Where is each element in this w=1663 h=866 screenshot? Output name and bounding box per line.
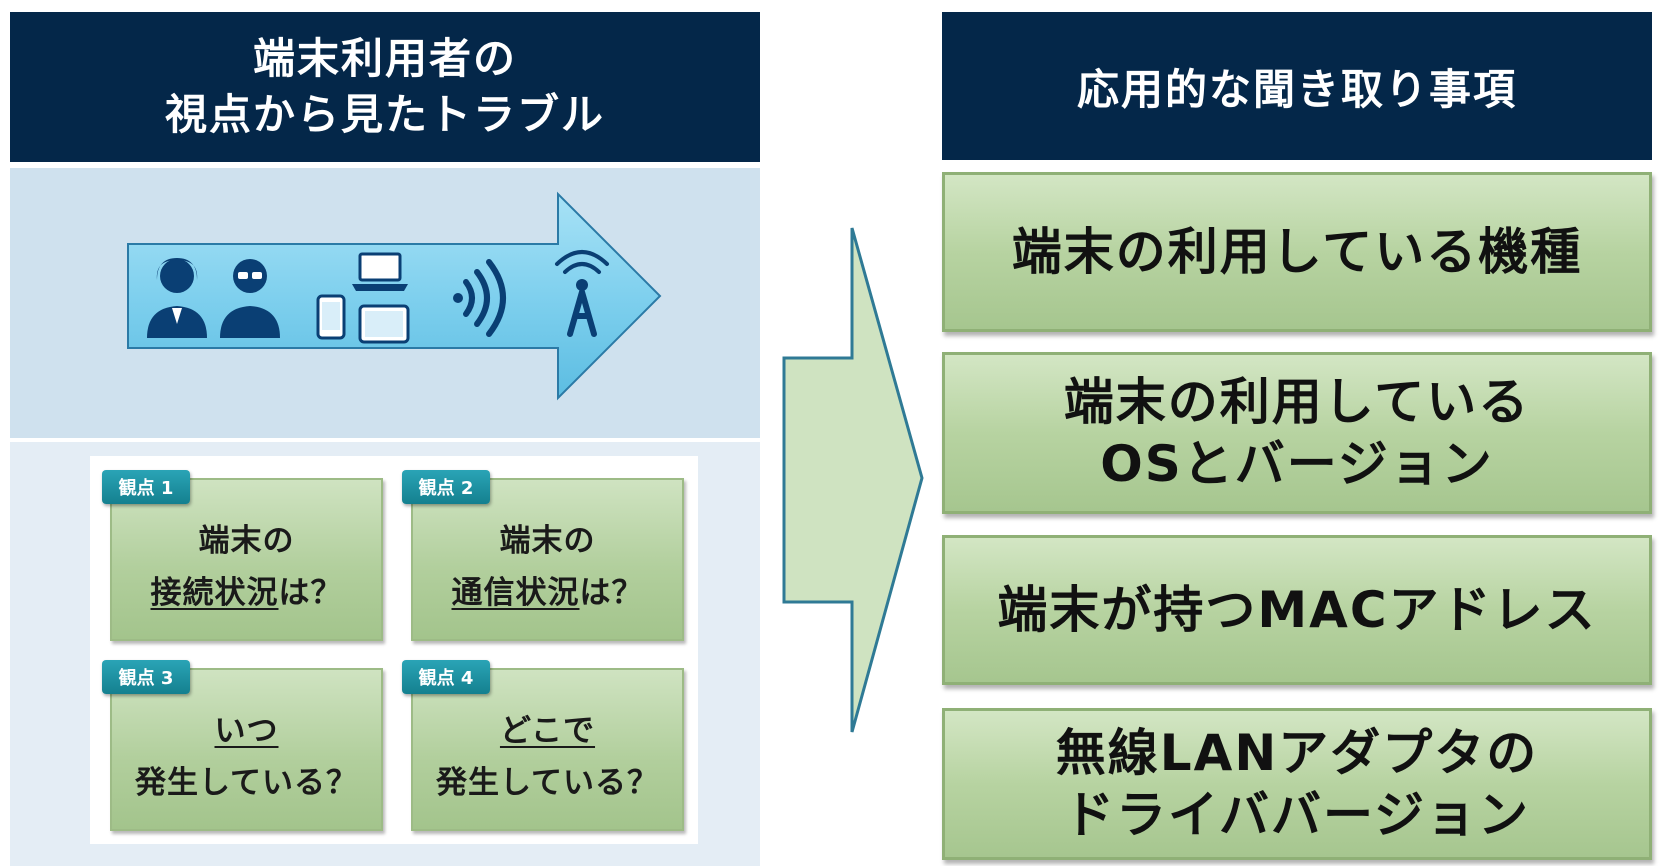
- perspective-3-line2: 発生している？: [134, 764, 359, 801]
- item-mac-address: 端末が持つMACアドレス: [942, 535, 1652, 685]
- perspective-badge-2: 観点 2: [402, 470, 490, 504]
- perspective-card-2: 端末の 通信状況は？: [411, 478, 684, 641]
- right-header: 応用的な聞き取り事項: [942, 12, 1652, 160]
- perspective-badge-1: 観点 1: [102, 470, 190, 504]
- perspective-card-1: 端末の 接続状況は？: [110, 478, 383, 641]
- item-3-line1: 端末が持つMACアドレス: [997, 581, 1597, 639]
- left-header: 端末利用者の 視点から見たトラブル: [10, 12, 760, 162]
- item-2-line1: 端末の利用している: [1063, 373, 1531, 431]
- perspective-badge-3: 観点 3: [102, 660, 190, 694]
- item-1-line1: 端末の利用している機種: [1011, 223, 1583, 281]
- perspective-1-line2: 接続状況は？: [150, 574, 343, 611]
- item-2-line2: OSとバージョン: [1100, 435, 1494, 493]
- big-right-arrow-shape: [782, 227, 924, 733]
- illustration-band: [10, 168, 760, 438]
- item-4-line2: ドライババージョン: [1064, 786, 1530, 844]
- item-device-model: 端末の利用している機種: [942, 172, 1652, 332]
- perspective-1-line1: 端末の: [198, 522, 295, 559]
- perspective-card-3: いつ 発生している？: [110, 668, 383, 831]
- perspective-2-line1: 端末の: [499, 522, 596, 559]
- item-4-line1: 無線LANアダプタの: [1055, 724, 1539, 782]
- item-driver-version: 無線LANアダプタの ドライババージョン: [942, 708, 1652, 860]
- perspective-2-line2: 通信状況は？: [451, 574, 644, 611]
- perspective-4-line1: どこで: [499, 712, 596, 749]
- perspective-card-4: どこで 発生している？: [411, 668, 684, 831]
- perspective-badge-4: 観点 4: [402, 660, 490, 694]
- left-header-line2: 視点から見たトラブル: [164, 90, 605, 139]
- perspective-3-line1: いつ: [214, 712, 279, 749]
- perspective-4-line2: 発生している？: [435, 764, 660, 801]
- item-os-version: 端末の利用している OSとバージョン: [942, 352, 1652, 514]
- left-header-line1: 端末利用者の: [252, 34, 517, 83]
